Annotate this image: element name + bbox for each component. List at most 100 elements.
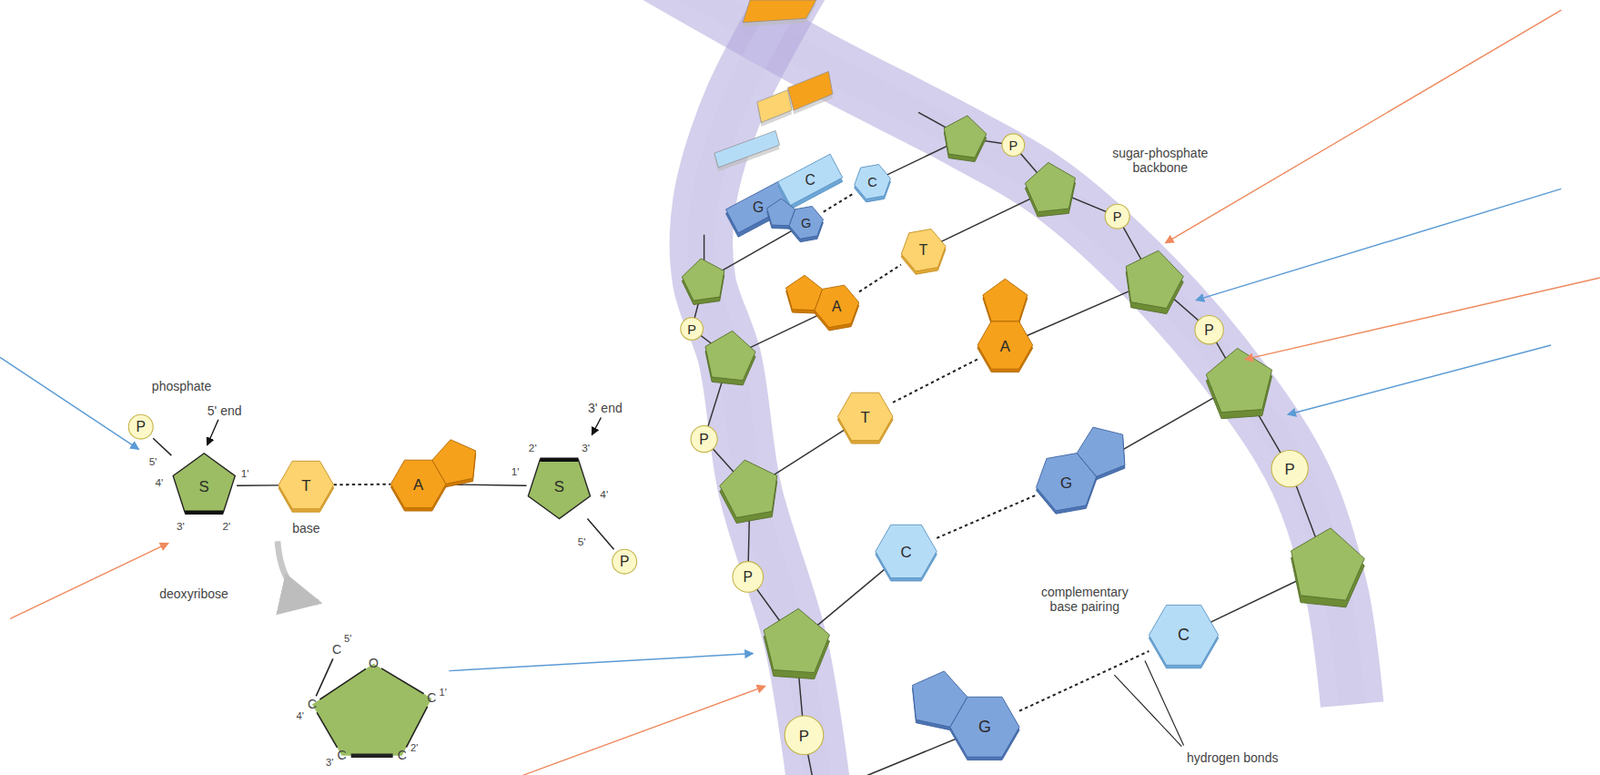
part-label: complementary base pairing: [1033, 585, 1136, 615]
node-letter: P: [1113, 209, 1123, 223]
ring-bond: [319, 668, 365, 699]
carbon-number: 4': [154, 475, 163, 488]
atom-label: C: [426, 690, 436, 706]
base-hexagon: T: [901, 227, 946, 273]
carbon-number: 1': [511, 465, 520, 478]
base-slab: [757, 90, 792, 123]
phosphate-outline: [612, 548, 638, 574]
node-letter: C: [1177, 626, 1190, 643]
base-outline: [854, 164, 892, 200]
base-outline: [912, 670, 968, 727]
end-label: 3' end: [587, 400, 623, 416]
sugar-pentagon: [1024, 162, 1075, 212]
leader-arrow: [1245, 277, 1600, 360]
base-hexagon: T: [278, 456, 335, 513]
base-slab: [742, 0, 817, 23]
hydrogen-bond: [936, 495, 1036, 538]
sugar-pentagon: [1125, 250, 1184, 308]
atom-label: C: [332, 642, 342, 658]
phosphate-circle: P: [1194, 314, 1224, 344]
sugar-pentagon: [943, 115, 987, 158]
node-letter: C: [867, 174, 878, 189]
base-slab: [714, 131, 780, 168]
base-outline: [278, 460, 335, 508]
phosphate-circle: P: [1271, 449, 1308, 487]
sugar-pentagon: [1205, 347, 1272, 412]
ring-bond: [381, 668, 425, 694]
phosphate-outline: [1194, 314, 1224, 344]
phosphate-outline: [128, 414, 153, 439]
carbon-number: 5': [577, 534, 587, 547]
end-pointer: [591, 417, 601, 436]
base-outline: [982, 278, 1028, 322]
transition-arrow: [277, 540, 319, 602]
hydrogen-bond: [334, 483, 392, 487]
base-outline: [977, 321, 1033, 369]
base-outline: [1148, 604, 1218, 665]
leader-arrow: [0, 356, 139, 449]
atom-label: C: [307, 697, 317, 712]
sugar-outline: [172, 453, 235, 513]
backbone-line: [691, 234, 817, 775]
phosphate-outline: [1002, 133, 1025, 157]
node-letter: P: [1285, 460, 1296, 476]
phosphate-outline: [732, 561, 764, 593]
base-hexagon: T: [837, 388, 893, 445]
node-letter: C: [805, 172, 816, 187]
carbon-number: 1': [241, 465, 250, 479]
node-letter: P: [743, 569, 753, 585]
part-label: hydrogen bonds: [1186, 750, 1279, 766]
backbone-line: [918, 111, 1327, 567]
phosphate-circle: P: [128, 414, 153, 439]
node-letter: T: [919, 243, 929, 258]
ring-fill: [312, 663, 432, 756]
base-double-ring: G: [1035, 451, 1097, 513]
ring-bond: [405, 706, 427, 748]
phosphate-circle: P: [612, 548, 638, 574]
node-letter: P: [619, 554, 629, 569]
carbon-number: 2': [222, 519, 231, 533]
thick-bond: [184, 509, 223, 514]
phosphate-circle: P: [1002, 133, 1025, 157]
ring-bond: [316, 711, 337, 748]
ring-bond: [351, 752, 394, 757]
part-label: base: [292, 521, 320, 537]
phosphate-outline: [680, 317, 704, 341]
bracket-line: [1113, 674, 1182, 746]
phosphate-outline: [1104, 203, 1130, 229]
base-outline: [767, 198, 796, 226]
carbon-number: 3': [176, 519, 185, 533]
sugar-pentagon: S: [171, 453, 237, 519]
base-double-ring: G: [950, 691, 1020, 761]
carbon-number: 4': [599, 487, 608, 501]
node-letter: G: [978, 718, 992, 735]
carbon-number: 3': [581, 440, 590, 454]
sugar-pentagon: [681, 258, 725, 301]
carbon-number: 1': [438, 686, 446, 699]
sugar-outline: [527, 459, 590, 519]
base-slab: C: [780, 166, 841, 193]
base-slab: [788, 70, 833, 111]
carbon-number: 2': [410, 741, 418, 754]
atom-label: O: [368, 656, 379, 671]
leader-arrow: [448, 653, 753, 671]
node-letter: C: [901, 543, 912, 559]
phosphate-outline: [1271, 449, 1308, 487]
sugar-pentagon: [1291, 527, 1366, 600]
end-pointer: [207, 419, 219, 446]
base-hexagon: C: [875, 520, 937, 582]
ring-bond: [315, 658, 334, 696]
node-letter: G: [800, 215, 811, 230]
node-letter: P: [1204, 322, 1214, 337]
hydrogen-bond: [1019, 650, 1149, 711]
node-letter: S: [199, 477, 210, 494]
phosphate-circle: P: [690, 425, 718, 453]
part-label: deoxyribose: [159, 586, 229, 601]
node-letter: A: [413, 475, 424, 492]
phosphate-circle: P: [732, 561, 764, 593]
phosphate-circle: P: [1104, 203, 1130, 229]
node-letter: P: [1008, 138, 1018, 152]
